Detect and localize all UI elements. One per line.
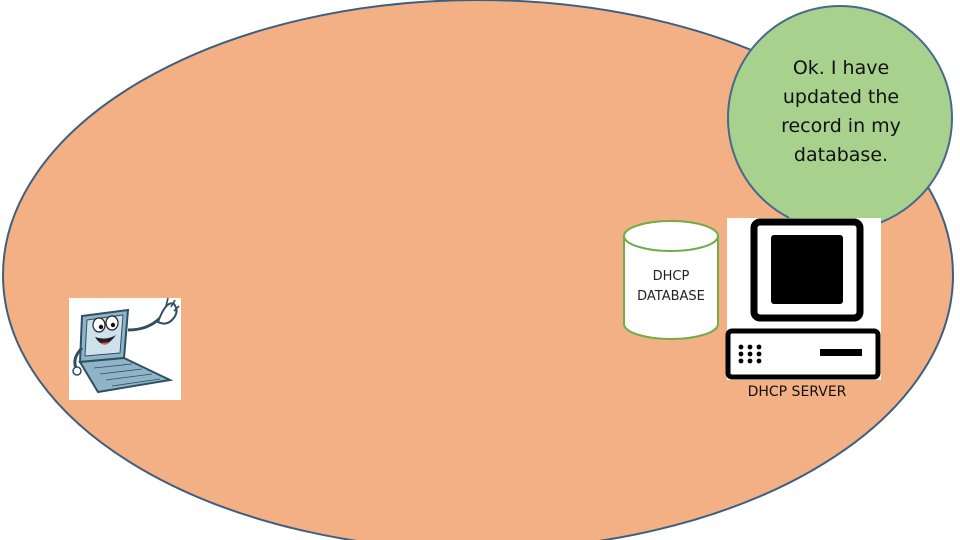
speech-bubble-text: Ok. I have updated the record in my data…	[752, 54, 930, 170]
desktop-computer-icon	[725, 218, 881, 380]
database-label: DHCP DATABASE	[624, 267, 718, 307]
speech-bubble	[727, 5, 953, 231]
server-label: DHCP SERVER	[747, 384, 847, 400]
laptop-mascot-icon	[69, 297, 181, 400]
bubble-line: record in my	[781, 115, 901, 137]
database-cylinder-icon	[623, 220, 719, 340]
bubble-line: Ok. I have	[792, 57, 890, 79]
database-label-line: DHCP	[652, 269, 690, 284]
database-label-line: DATABASE	[637, 289, 705, 304]
bubble-line: updated the	[782, 86, 900, 108]
bubble-line: database.	[793, 144, 889, 166]
